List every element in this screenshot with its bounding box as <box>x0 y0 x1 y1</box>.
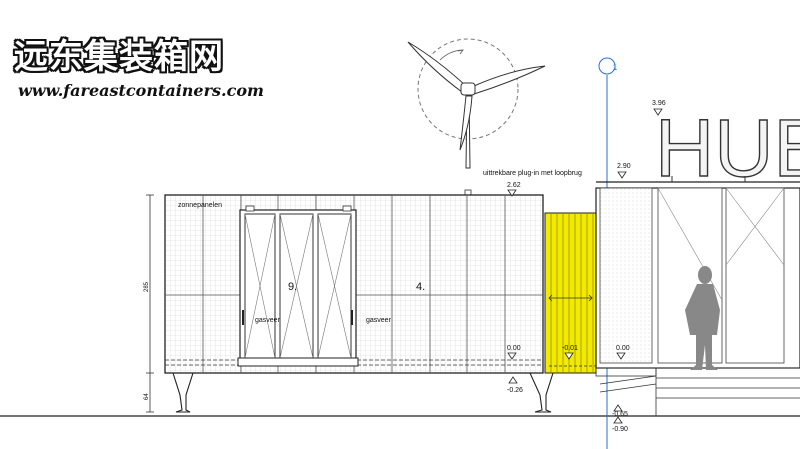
label-panel-number: 4. <box>416 281 425 293</box>
turbine-hub <box>460 82 476 96</box>
level-hub-roof: 2.90 <box>617 163 631 170</box>
plugin-bellows <box>544 212 597 374</box>
rotation-arrow <box>439 49 463 61</box>
turbine-blade <box>473 65 546 95</box>
level-ground-low: -0.90 <box>612 426 628 433</box>
watermark-title: 远东集装箱网 <box>14 37 224 77</box>
main-container <box>164 194 554 413</box>
window-bay <box>237 205 359 367</box>
level-floor-right: 0.00 <box>616 345 630 352</box>
support-leg <box>172 372 194 413</box>
hub-building: HUB <box>595 102 800 416</box>
label-gasveer-left: gasveer <box>255 317 281 324</box>
level-floor-left: 0.00 <box>507 345 521 352</box>
dimension-lines <box>146 194 154 413</box>
level-plugin-floor: -0.01 <box>562 345 578 352</box>
entrance-steps <box>595 367 800 416</box>
level-ground-right: -0.65 <box>612 411 628 418</box>
grid-axis-label: 1 <box>613 63 618 72</box>
person-silhouette <box>685 266 720 370</box>
level-markers <box>507 108 663 424</box>
wind-turbine <box>407 38 546 196</box>
hub-sign: HUB <box>655 103 800 194</box>
label-window-number: 9. <box>288 281 297 293</box>
label-gasveer-right: gasveer <box>366 317 392 324</box>
dimension-main: 285 <box>144 281 150 292</box>
dimension-base: 64 <box>144 393 150 400</box>
label-zonnepanelen: zonnepanelen <box>178 202 222 209</box>
support-leg <box>529 372 554 413</box>
turbine-blade <box>407 41 467 93</box>
level-hub-top: 3.96 <box>652 100 666 107</box>
level-plugin-roof: 2.62 <box>507 182 521 189</box>
label-plugin: uittrekbare plug-in met loopbrug <box>483 170 582 177</box>
level-ground-left: -0.26 <box>507 387 523 394</box>
watermark-url: www.fareastcontainers.com <box>18 81 264 100</box>
turbine-blade <box>459 95 473 151</box>
